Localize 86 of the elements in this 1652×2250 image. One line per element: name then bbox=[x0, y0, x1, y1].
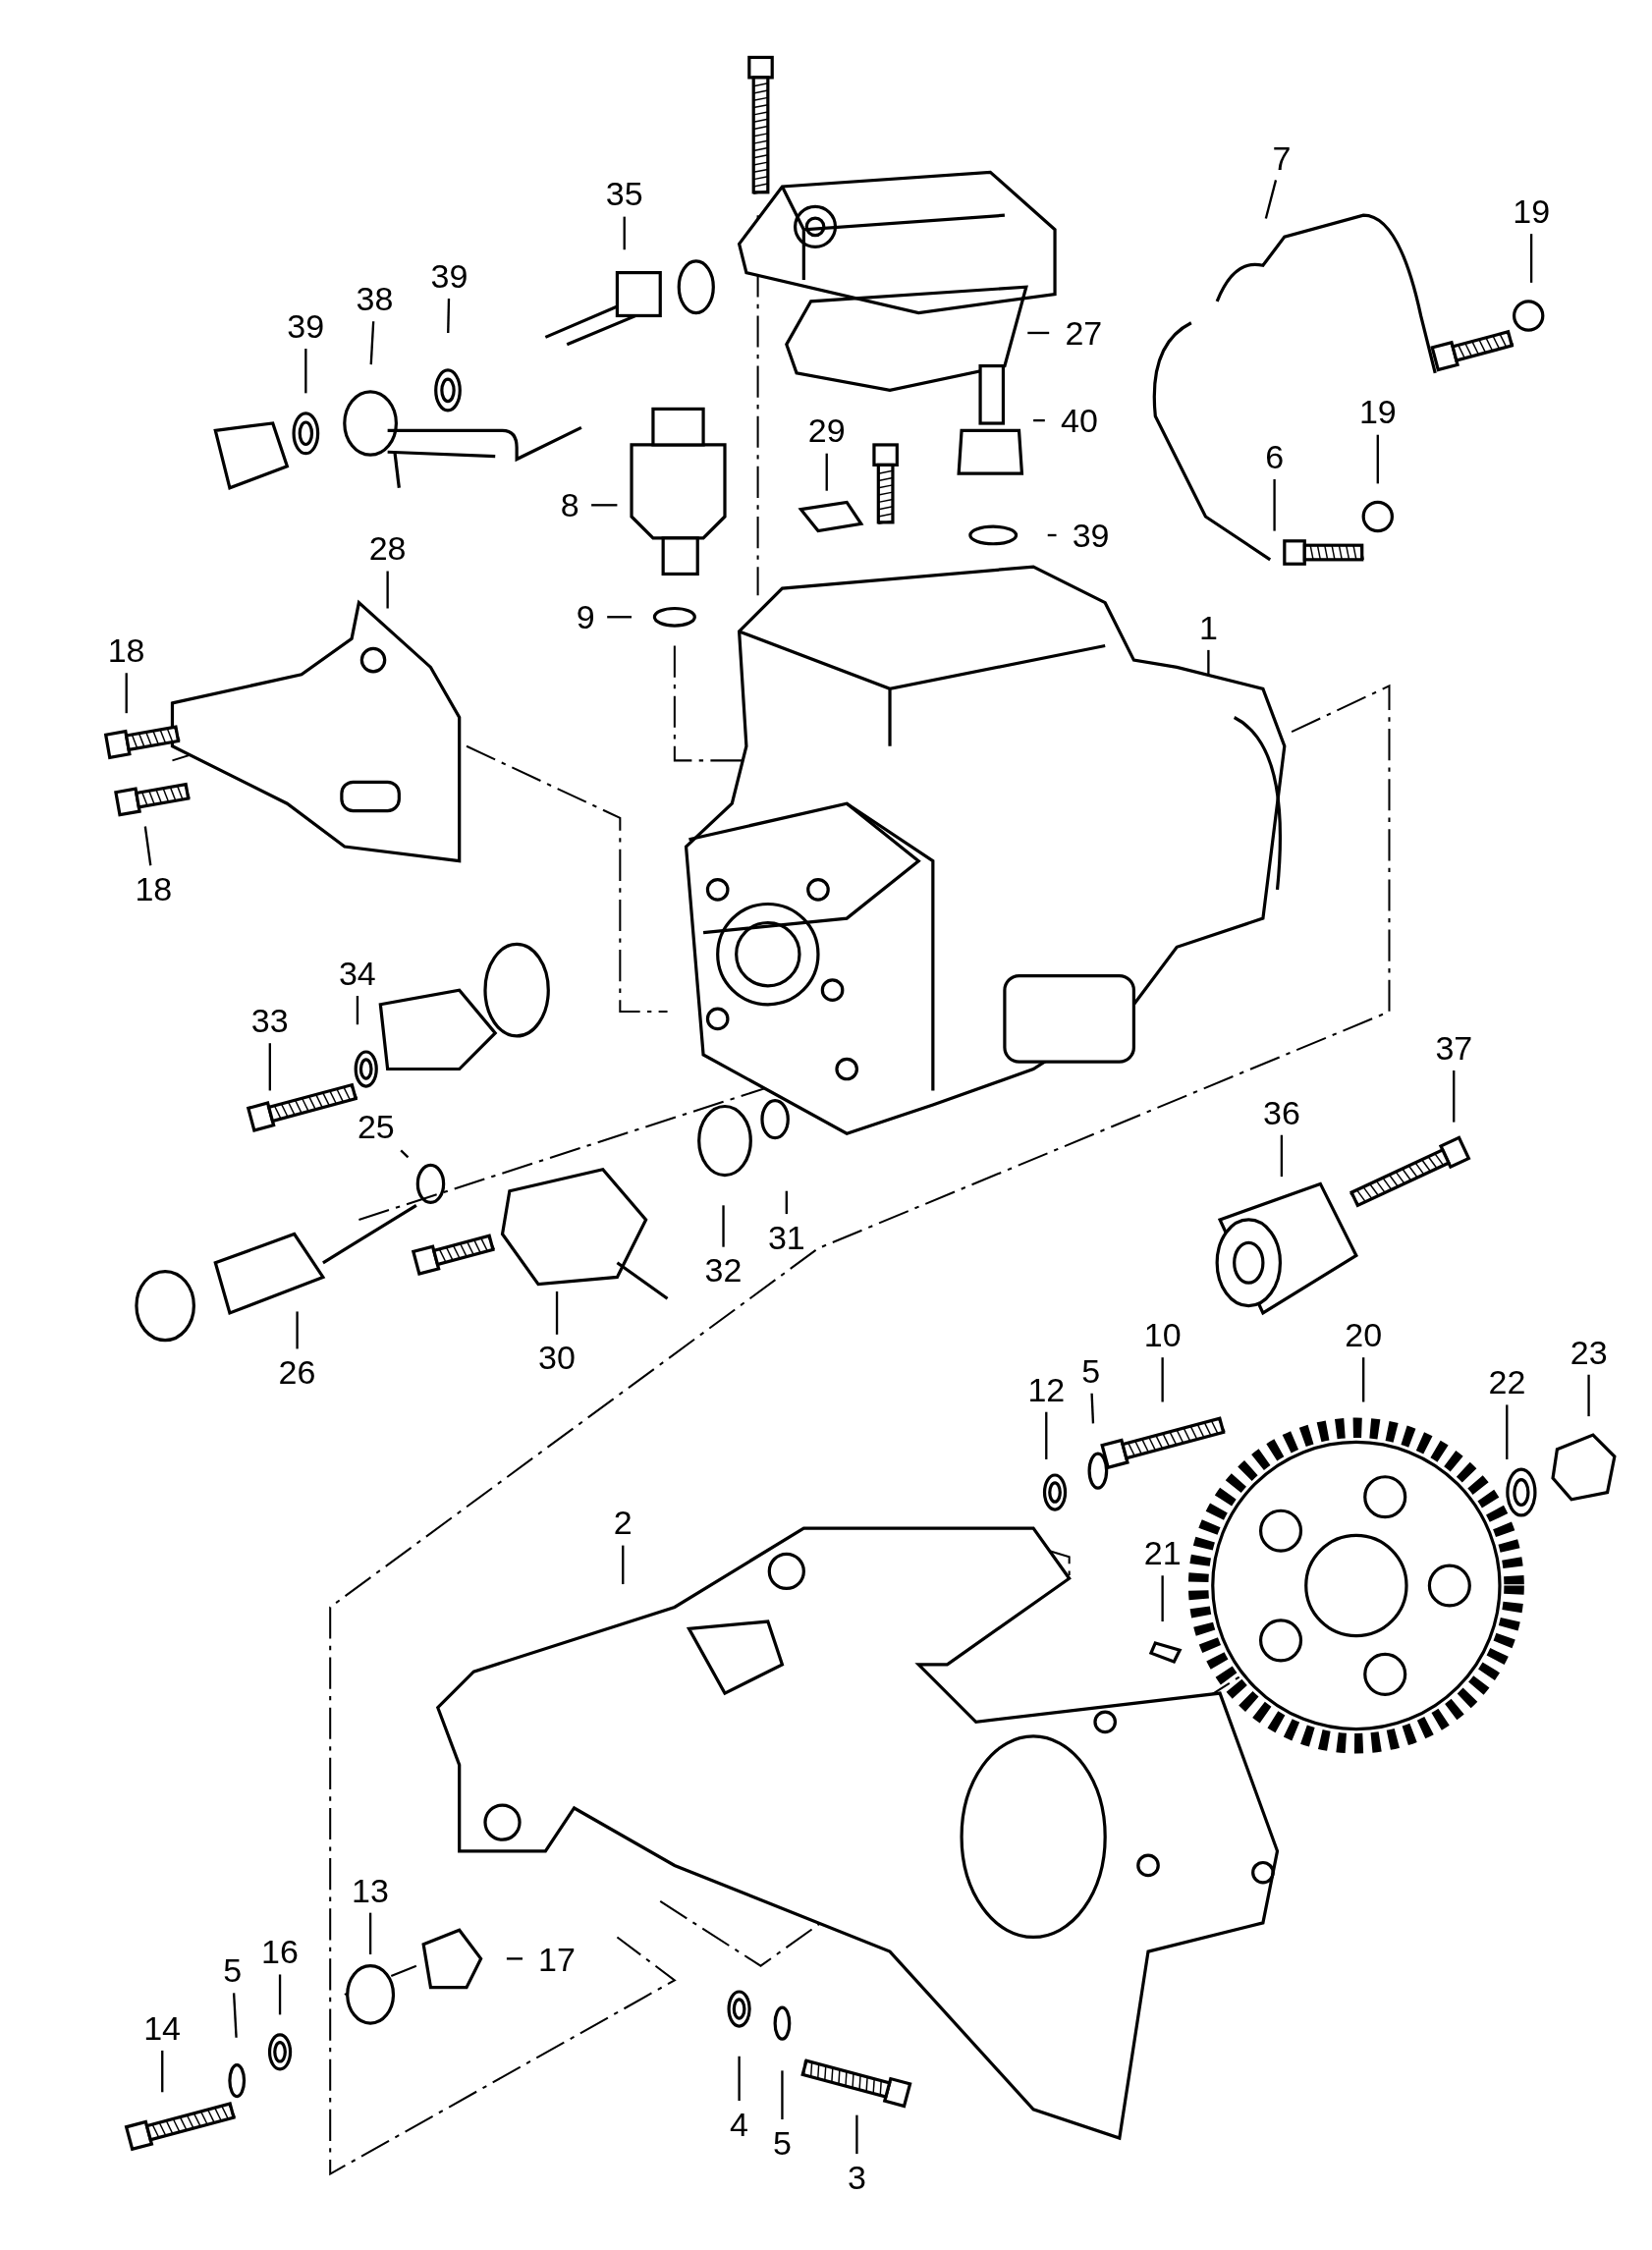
leader-line bbox=[369, 321, 375, 365]
leader-line bbox=[1273, 479, 1276, 531]
callout-number: 32 bbox=[704, 1253, 743, 1288]
leader-line bbox=[1376, 434, 1379, 484]
leader-line bbox=[304, 349, 307, 394]
leader-line bbox=[143, 826, 152, 866]
leader-line bbox=[125, 673, 128, 714]
callout-number: 5 bbox=[223, 1953, 243, 1988]
callout-number: 8 bbox=[560, 488, 579, 522]
leader-line bbox=[1587, 1374, 1590, 1417]
leader-line bbox=[591, 504, 618, 507]
callout-number: 33 bbox=[250, 1004, 289, 1037]
callout-number: 21 bbox=[1143, 1536, 1182, 1570]
leader-line bbox=[506, 1957, 523, 1960]
callout-number: 31 bbox=[767, 1220, 805, 1254]
leader-line bbox=[722, 1205, 725, 1247]
callout-number: 29 bbox=[807, 413, 846, 448]
callout-number: 20 bbox=[1345, 1318, 1383, 1352]
callout-number: 39 bbox=[430, 258, 468, 293]
callout-number: 38 bbox=[356, 281, 394, 315]
leader-line bbox=[356, 996, 359, 1025]
leader-line bbox=[447, 298, 451, 333]
leader-line bbox=[607, 616, 632, 619]
callout-number: 19 bbox=[1358, 395, 1397, 429]
callout-number: 35 bbox=[605, 177, 643, 211]
callout-number: 16 bbox=[261, 1935, 299, 1969]
leader-line bbox=[785, 1190, 788, 1215]
leader-line bbox=[1161, 1357, 1164, 1402]
leader-line bbox=[368, 1912, 372, 1954]
leader-line bbox=[623, 216, 626, 250]
callout-number: 27 bbox=[1065, 316, 1103, 350]
callout-number: 14 bbox=[143, 2010, 182, 2045]
callout-number: 4 bbox=[730, 2107, 749, 2141]
callout-number: 5 bbox=[1081, 1353, 1101, 1388]
callout-number: 40 bbox=[1061, 404, 1098, 438]
callout-number: 39 bbox=[1072, 519, 1110, 553]
callout-number: 9 bbox=[576, 600, 595, 634]
leader-line bbox=[268, 1043, 271, 1091]
callout-number: 7 bbox=[1272, 140, 1292, 175]
leader-line bbox=[622, 1545, 625, 1585]
leader-line bbox=[1090, 1393, 1095, 1424]
callout-number: 10 bbox=[1143, 1318, 1182, 1352]
callout-number: 19 bbox=[1513, 193, 1551, 228]
callout-number: 2 bbox=[613, 1506, 633, 1540]
callout-number: 30 bbox=[538, 1341, 576, 1375]
callout-number: 12 bbox=[1027, 1372, 1066, 1406]
leader-line bbox=[1264, 180, 1278, 219]
leader-line bbox=[1453, 1070, 1456, 1123]
callout-number: 39 bbox=[287, 308, 325, 343]
leader-line bbox=[232, 1993, 238, 2038]
callout-number: 23 bbox=[1569, 1335, 1608, 1369]
callout-number: 22 bbox=[1488, 1365, 1526, 1399]
leader-line bbox=[1506, 1404, 1509, 1459]
leader-line bbox=[161, 2050, 164, 2093]
leader-line bbox=[296, 1311, 299, 1349]
leader-line bbox=[1033, 418, 1045, 422]
leader-line bbox=[555, 1291, 559, 1335]
leader-line bbox=[781, 2070, 784, 2120]
callout-number: 1 bbox=[1199, 610, 1218, 644]
leader-line bbox=[386, 571, 389, 609]
leader-line bbox=[1207, 649, 1210, 675]
callout-number: 25 bbox=[357, 1110, 395, 1144]
leader-line bbox=[400, 1149, 410, 1159]
leader-line bbox=[278, 1974, 282, 2015]
callout-number: 36 bbox=[1263, 1095, 1300, 1129]
leader-line bbox=[1047, 533, 1057, 537]
leader-line bbox=[1027, 331, 1050, 335]
callout-number: 13 bbox=[352, 1873, 389, 1907]
callout-number: 17 bbox=[538, 1942, 576, 1976]
callout-number: 18 bbox=[135, 871, 173, 905]
callout-number: 6 bbox=[1265, 439, 1285, 473]
callout-number: 3 bbox=[847, 2160, 866, 2194]
leader-line bbox=[855, 2114, 858, 2155]
leader-line bbox=[1280, 1134, 1284, 1178]
callout-number: 5 bbox=[772, 2125, 792, 2160]
callout-number: 18 bbox=[107, 633, 145, 667]
leader-line bbox=[1045, 1411, 1048, 1459]
leader-line bbox=[825, 453, 828, 491]
leader-line bbox=[1529, 234, 1533, 283]
callout-number: 28 bbox=[368, 531, 407, 566]
callout-number: 26 bbox=[278, 1355, 316, 1390]
leader-line bbox=[738, 2056, 741, 2102]
callout-number: 37 bbox=[1435, 1030, 1473, 1065]
leader-line bbox=[1362, 1357, 1365, 1402]
leader-line bbox=[1161, 1575, 1164, 1622]
callout-number: 34 bbox=[338, 956, 376, 990]
